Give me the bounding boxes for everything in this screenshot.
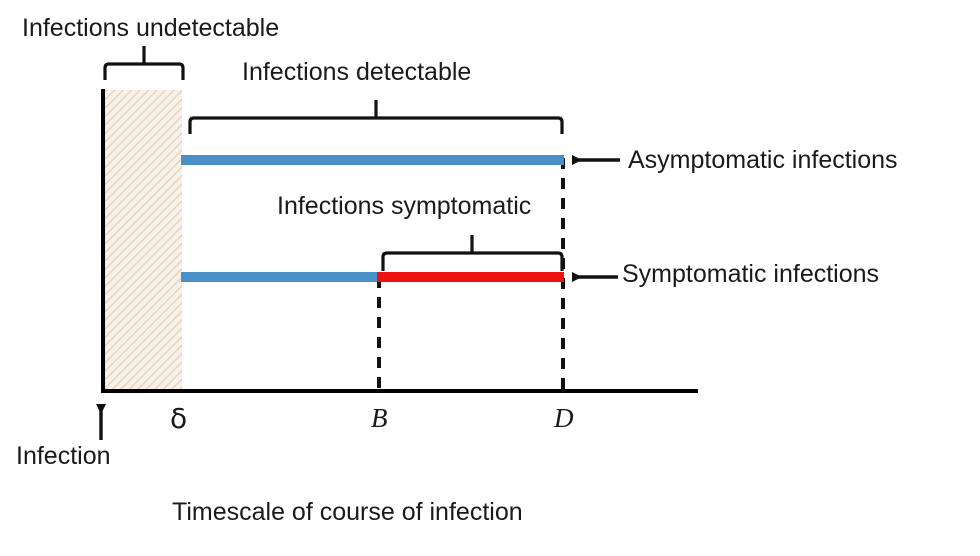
axis-tick-label-D: D [554,403,574,433]
figure-caption: Timescale of course of infection [172,498,523,526]
bracket-label-undetectable: Infections undetectable [22,14,280,42]
track-label-asymptomatic: Asymptomatic infections [628,146,898,174]
axis-tick-label-B: B [371,403,388,433]
bracket-undetectable [103,46,185,80]
undetectable-region [104,90,182,392]
bracket-label-detectable: Infections detectable [242,58,472,86]
track-label-symptomatic: Symptomatic infections [622,260,880,288]
axis-tick-label-delta: δ [170,402,188,435]
bracket-symptomatic [381,235,564,271]
axis-origin-label: Infection [16,442,111,470]
bracket-label-symptomatic: Infections symptomatic [277,192,532,220]
bracket-detectable [188,100,564,134]
